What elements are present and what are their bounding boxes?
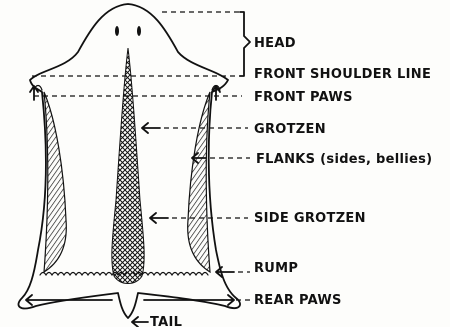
- side-grotzen-arrow: [150, 213, 168, 223]
- head-label: HEAD: [254, 36, 296, 51]
- grotzen-strip: [112, 48, 144, 284]
- rump-label: RUMP: [254, 261, 298, 276]
- front-paws-label: FRONT PAWS: [254, 90, 353, 105]
- right-eye: [137, 26, 141, 36]
- head-bracket: [240, 12, 250, 76]
- rear-paws-left-arrow: [26, 295, 112, 305]
- rump-arrow: [216, 267, 234, 277]
- left-flank: [44, 92, 66, 272]
- grotzen-arrow: [142, 123, 160, 133]
- tail-arrow: [132, 317, 148, 327]
- grotzen-label: GROTZEN: [254, 122, 326, 137]
- rear-paws-label: REAR PAWS: [254, 293, 342, 308]
- flanks-label: FLANKS (sides, bellies): [256, 152, 432, 167]
- rear-paws-right-arrow: [144, 295, 234, 305]
- right-flank: [188, 92, 210, 272]
- tail-label: TAIL: [150, 315, 182, 327]
- left-eye: [115, 26, 119, 36]
- front-shoulder-line-label: FRONT SHOULDER LINE: [254, 67, 431, 82]
- side-grotzen-label: SIDE GROTZEN: [254, 211, 366, 226]
